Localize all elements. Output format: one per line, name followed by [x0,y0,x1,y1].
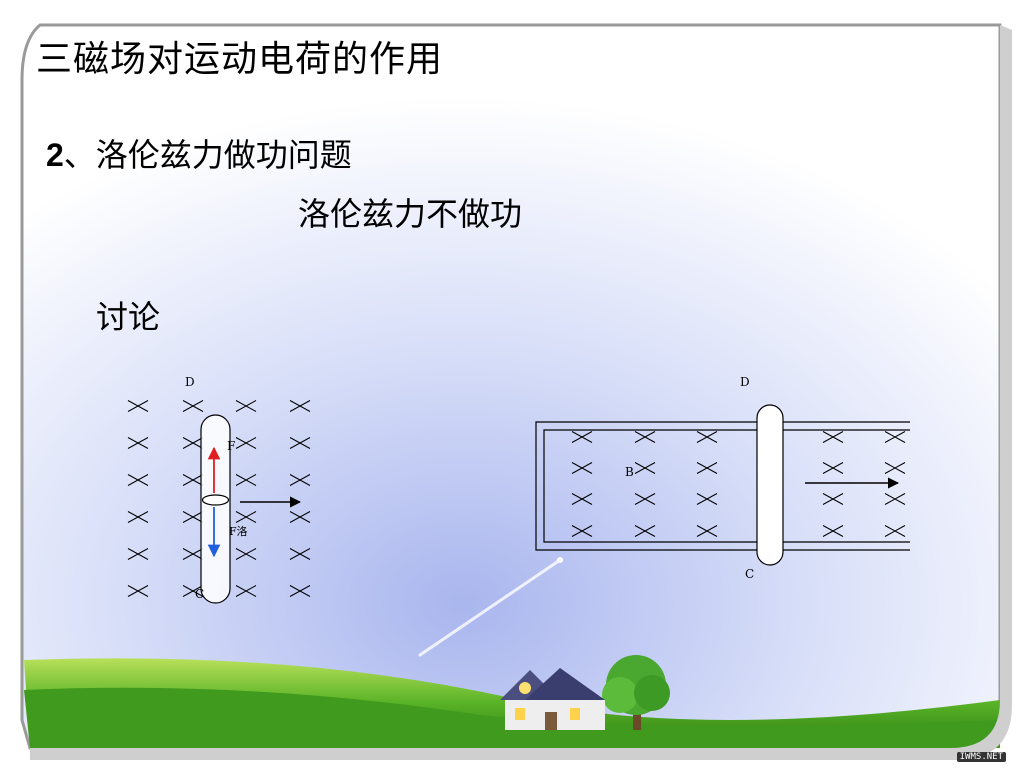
field-cross [884,431,906,443]
section-number: 2 [46,137,64,173]
field-cross [884,525,906,537]
field-cross [182,474,204,486]
field-cross [235,548,257,560]
field-cross [182,585,204,597]
field-cross [127,474,149,486]
field-cross [571,493,593,505]
field-cross [235,400,257,412]
slide-title: 三磁场对运动电荷的作用 [36,39,444,80]
left-charge-disk [201,494,230,506]
field-cross [235,474,257,486]
section-heading: 2、洛伦兹力做功问题 [46,130,352,176]
discussion-label: 讨论 [96,298,161,336]
force-up-label: F [227,439,235,453]
right-label-b: B [625,465,634,479]
force-down-label: F洛 [229,524,248,538]
field-cross [235,437,257,449]
field-cross [127,511,149,523]
field-cross [696,493,718,505]
field-cross [289,400,311,412]
field-cross [884,462,906,474]
field-cross [696,525,718,537]
left-rod-tube [200,414,231,604]
field-cross [822,493,844,505]
field-cross [571,525,593,537]
field-cross [127,400,149,412]
field-cross [634,493,656,505]
field-cross [289,585,311,597]
field-cross [235,585,257,597]
left-label-c: C [195,587,204,601]
field-cross [571,462,593,474]
field-cross [634,462,656,474]
field-cross [634,525,656,537]
field-cross [289,511,311,523]
right-field-crosses [571,431,906,537]
field-cross [884,493,906,505]
field-cross [182,511,204,523]
right-rod [756,404,784,566]
field-cross [822,462,844,474]
field-cross [289,474,311,486]
field-cross [634,431,656,443]
field-cross [182,548,204,560]
rail-outer [535,421,910,551]
left-label-d: D [185,375,195,389]
field-cross [571,431,593,443]
field-cross [182,437,204,449]
field-cross [127,585,149,597]
right-diagram: D C B [535,375,910,581]
left-field-crosses [127,400,311,597]
field-cross [235,511,257,523]
right-label-d: D [740,375,750,389]
field-cross [127,437,149,449]
conclusion-text: 洛伦兹力不做功 [298,195,523,233]
field-cross [696,431,718,443]
field-cross [822,431,844,443]
field-cross [822,525,844,537]
field-cross [289,437,311,449]
field-cross [696,462,718,474]
section-heading-text: 、洛伦兹力做功问题 [63,136,352,174]
watermark-logo: IWMS.NET [956,752,1006,762]
right-label-c: C [745,567,754,581]
field-cross [182,400,204,412]
rail-inner [543,429,910,543]
field-cross [289,548,311,560]
left-diagram: D C F F洛 [127,375,311,604]
field-cross [127,548,149,560]
